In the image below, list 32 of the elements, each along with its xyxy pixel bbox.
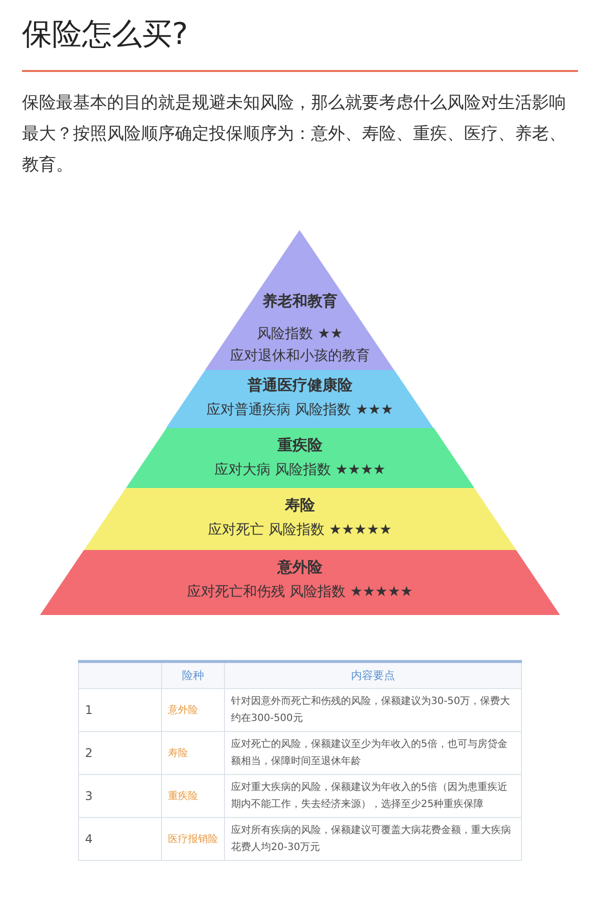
intro-paragraph: 保险最基本的目的就是规避未知风险，那么就要考虑什么风险对生活影响最大？按照风险顺序确定投保顺序为：意外、寿险、重疾、医疗、养老、教育。 <box>22 92 567 177</box>
column-header: 险种 <box>182 669 204 682</box>
band-title: 养老和教育 <box>262 292 338 311</box>
insurance-type: 寿险 <box>168 748 188 758</box>
band-title: 寿险 <box>284 496 315 515</box>
band-title: 重疾险 <box>277 436 322 455</box>
content-summary: 应对重大疾病的风险，保额建议为年收入的5倍（因为患重疾近期内不能工作，失去经济来源），选择至少25种重疾保障 <box>231 782 508 810</box>
band-text: 风险指数 ★★ <box>257 325 343 343</box>
pyramid-band <box>84 488 516 550</box>
content-summary: 针对因意外而死亡和伤残的风险，保额建议为30-50万，保费大约在300-500元 <box>231 696 510 724</box>
band-title: 意外险 <box>278 558 322 577</box>
pyramid-band <box>40 550 560 615</box>
row-number: 1 <box>85 702 93 716</box>
content-summary: 应对所有疾病的风险，保额建议可覆盖大病花费金额，重大疾病花费人均20-30万元 <box>231 825 511 853</box>
band-text: 应对普通疾病 风险指数 ★★★ <box>206 401 394 419</box>
pyramid-band <box>126 428 474 488</box>
content-summary: 应对死亡的风险，保额建议至少为年收入的5倍，也可与房贷金额相当，保障时间至退休年龄 <box>231 739 508 767</box>
row-number: 3 <box>85 788 93 802</box>
band-title: 普通医疗健康险 <box>247 376 352 395</box>
insurance-type: 医疗报销险 <box>168 834 218 844</box>
insurance-type: 意外险 <box>168 704 198 716</box>
pyramid-band <box>166 370 434 428</box>
band-text: 应对退休和小孩的教育 <box>230 347 370 365</box>
pyramid-band <box>205 230 395 370</box>
band-text: 应对死亡和伤残 风险指数 ★★★★★ <box>187 583 413 601</box>
column-header: 内容要点 <box>351 669 395 682</box>
band-text: 应对大病 风险指数 ★★★★ <box>214 461 386 479</box>
row-number: 2 <box>85 746 93 760</box>
insurance-type: 重疾险 <box>168 790 198 802</box>
row-number: 4 <box>85 832 93 846</box>
band-text: 应对死亡 风险指数 ★★★★★ <box>208 521 392 539</box>
page-title: 保险怎么买? <box>22 16 188 54</box>
